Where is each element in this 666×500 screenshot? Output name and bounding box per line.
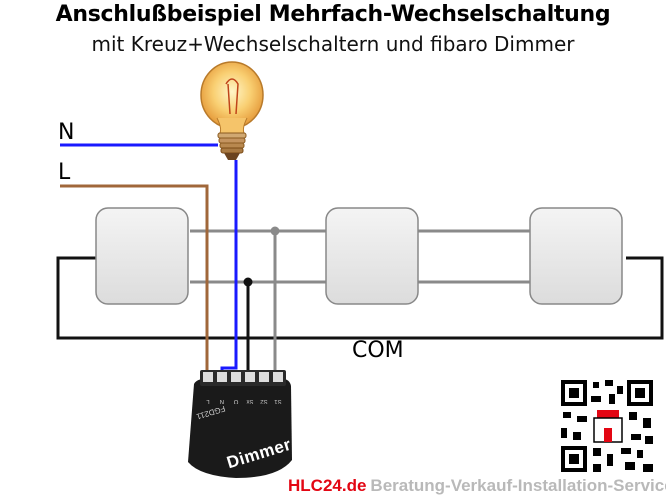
lamp-output-wire [220, 160, 238, 380]
sx-junction [243, 277, 253, 287]
line-wire [60, 184, 209, 378]
footer-slogan: Beratung-Verkauf-Installation-Service [370, 476, 666, 495]
terminal-label-s2: S2 [260, 398, 268, 404]
terminal-label-l: L [206, 398, 210, 404]
dimmer-module [188, 370, 292, 478]
neutral-label: N [58, 120, 75, 145]
footer-brand: HLC24.de [288, 476, 367, 495]
diagram-subtitle: mit Kreuz+Wechselschaltern und fibaro Di… [91, 32, 575, 56]
terminal-label-s1: S1 [274, 398, 282, 404]
terminal-label-o: O [233, 398, 239, 404]
qr-code-icon [559, 378, 655, 474]
switch-box-1 [95, 207, 189, 305]
switch-box-3 [529, 207, 623, 305]
switch-box-2 [325, 207, 419, 305]
terminal-label-sx: Sx [246, 398, 254, 404]
line-label: L [58, 160, 71, 185]
com-wire [56, 256, 664, 340]
com-label: COM [352, 338, 404, 363]
diagram-title: Anschlußbeispiel Mehrfach-Wechselschaltu… [55, 2, 611, 27]
light-bulb-icon [200, 61, 264, 160]
traveler-junction [270, 226, 280, 236]
dimmer-terminal-screws [203, 372, 283, 382]
